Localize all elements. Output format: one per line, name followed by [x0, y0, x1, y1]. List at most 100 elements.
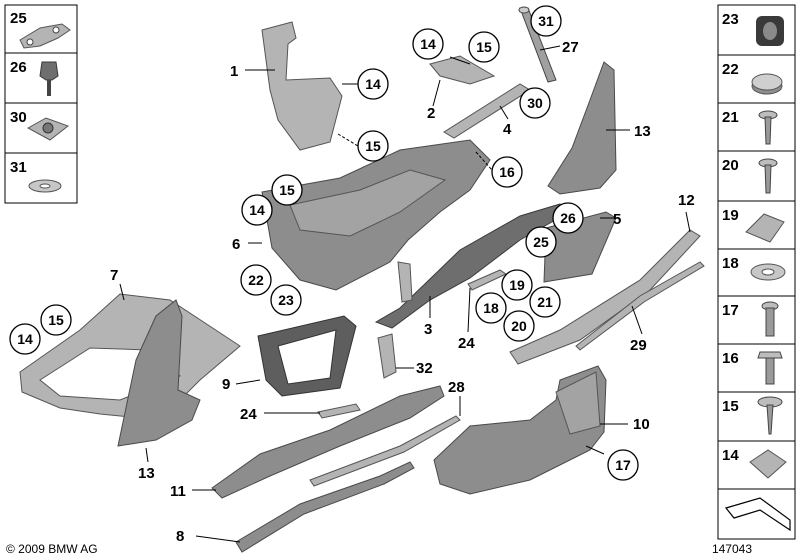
right-box-20: [717, 150, 796, 202]
part-bracket-2: [429, 55, 496, 85]
part-strip-29: [575, 261, 705, 351]
part-pillar-13-left: [117, 299, 201, 447]
part-bracket-1: [261, 21, 343, 151]
circle-callouts: 31 14 15 14 30 15 16 14: [9, 5, 639, 481]
right-box-label-18: 18: [722, 255, 739, 272]
callout-3: 3: [424, 321, 432, 338]
right-box-label-23: 23: [722, 11, 739, 28]
copyright-text: © 2009 BMW AG: [6, 542, 98, 556]
circle-callout-20: 20: [503, 310, 535, 342]
callout-5: 5: [613, 211, 621, 228]
main-parts: [19, 6, 705, 553]
svg-text:18: 18: [483, 300, 499, 316]
svg-text:16: 16: [499, 164, 515, 180]
spacer-symbol-icon: [724, 497, 791, 532]
callout-9: 9: [222, 376, 230, 393]
washer-icon: [750, 263, 786, 281]
part-trim-11: [211, 385, 445, 499]
callout-labels: 1 2 3 4 5 6 7 8 9 10 11 12 13 13 24 24 2…: [110, 39, 695, 545]
circle-callout-22: 22: [240, 264, 272, 296]
svg-text:14: 14: [249, 202, 265, 218]
callout-28: 28: [448, 379, 465, 396]
grommet-icon: [756, 16, 784, 46]
right-box-label-16: 16: [722, 350, 739, 367]
cap-icon: [751, 73, 783, 95]
svg-text:15: 15: [365, 138, 381, 154]
svg-text:15: 15: [476, 39, 492, 55]
screw-icon: [758, 110, 778, 145]
circle-callout-14-left: 14: [9, 323, 41, 355]
circle-callout-14-mid: 14: [241, 194, 273, 226]
right-box-label-14: 14: [722, 447, 739, 464]
callout-24-upper: 24: [458, 335, 475, 352]
part-pillar-13-right: [547, 61, 617, 195]
part-vent-frame-9: [257, 315, 357, 397]
part-strip-24-lower: [317, 403, 361, 419]
bolt-icon: [761, 301, 779, 337]
screw-icon: [758, 158, 778, 194]
callout-27: 27: [562, 39, 579, 56]
circle-callout-23: 23: [270, 284, 302, 316]
circle-callout-15-mid: 15: [271, 174, 303, 206]
left-box-label-26: 26: [10, 59, 27, 76]
svg-text:26: 26: [560, 210, 576, 226]
circle-callout-15-upper: 15: [357, 130, 389, 162]
callout-29: 29: [630, 337, 647, 354]
right-box-15: [717, 391, 796, 442]
circle-callout-30: 30: [519, 87, 551, 119]
left-box-label-25: 25: [10, 10, 27, 27]
callout-10: 10: [633, 416, 650, 433]
callout-4: 4: [503, 121, 512, 138]
callout-11: 11: [170, 483, 186, 500]
callout-32: 32: [416, 360, 433, 377]
circle-callout-14-upper: 14: [357, 68, 389, 100]
callout-12: 12: [678, 192, 695, 209]
svg-text:23: 23: [278, 292, 294, 308]
screw-icon: [757, 396, 783, 435]
right-box-21: [717, 102, 796, 152]
right-box-16: [717, 343, 796, 393]
callout-13-right: 13: [634, 123, 651, 140]
circle-callout-15-top: 15: [468, 31, 500, 63]
leader-lines: [119, 45, 691, 543]
callout-13-left: 13: [138, 465, 155, 482]
right-parts-panel: 23 22 21 20 19 18 17 16 15 14: [717, 4, 796, 540]
hex-bolt-icon: [757, 351, 783, 385]
part-bracket-32: [377, 333, 397, 379]
circle-callout-14-top: 14: [412, 28, 444, 60]
left-parts-panel: 25 26 30 31: [4, 4, 78, 204]
callout-6: 6: [232, 236, 240, 253]
callout-1: 1: [230, 63, 238, 80]
callout-24-lower: 24: [240, 406, 257, 423]
svg-text:15: 15: [279, 182, 295, 198]
circle-callout-17: 17: [607, 449, 639, 481]
circle-callout-18: 18: [475, 292, 507, 324]
svg-text:17: 17: [615, 457, 631, 473]
svg-text:31: 31: [538, 13, 554, 29]
svg-text:22: 22: [248, 272, 264, 288]
circle-callout-16: 16: [491, 156, 523, 188]
part-gas-strut-27: [518, 6, 557, 83]
right-box-label-22: 22: [722, 61, 739, 78]
circle-callout-25: 25: [525, 226, 557, 258]
left-box-26: [4, 52, 78, 104]
svg-text:21: 21: [537, 294, 553, 310]
right-box-label-19: 19: [722, 207, 739, 224]
left-box-label-31: 31: [10, 159, 27, 176]
diagram-number: 147043: [712, 542, 752, 556]
circle-callout-21: 21: [529, 286, 561, 318]
svg-text:14: 14: [17, 331, 33, 347]
svg-text:15: 15: [48, 312, 64, 328]
circle-callout-31-top: 31: [530, 5, 562, 37]
part-trim-12: [509, 229, 701, 365]
part-rail-4: [443, 83, 531, 139]
right-box-label-20: 20: [722, 157, 739, 174]
circle-callout-15-left: 15: [40, 304, 72, 336]
right-box-17: [717, 295, 796, 345]
right-box-label-15: 15: [722, 398, 739, 415]
callout-8: 8: [176, 528, 184, 545]
rubber-buffer-icon: [39, 61, 59, 81]
right-box-label-17: 17: [722, 302, 739, 319]
right-box-symbol: [717, 488, 796, 540]
